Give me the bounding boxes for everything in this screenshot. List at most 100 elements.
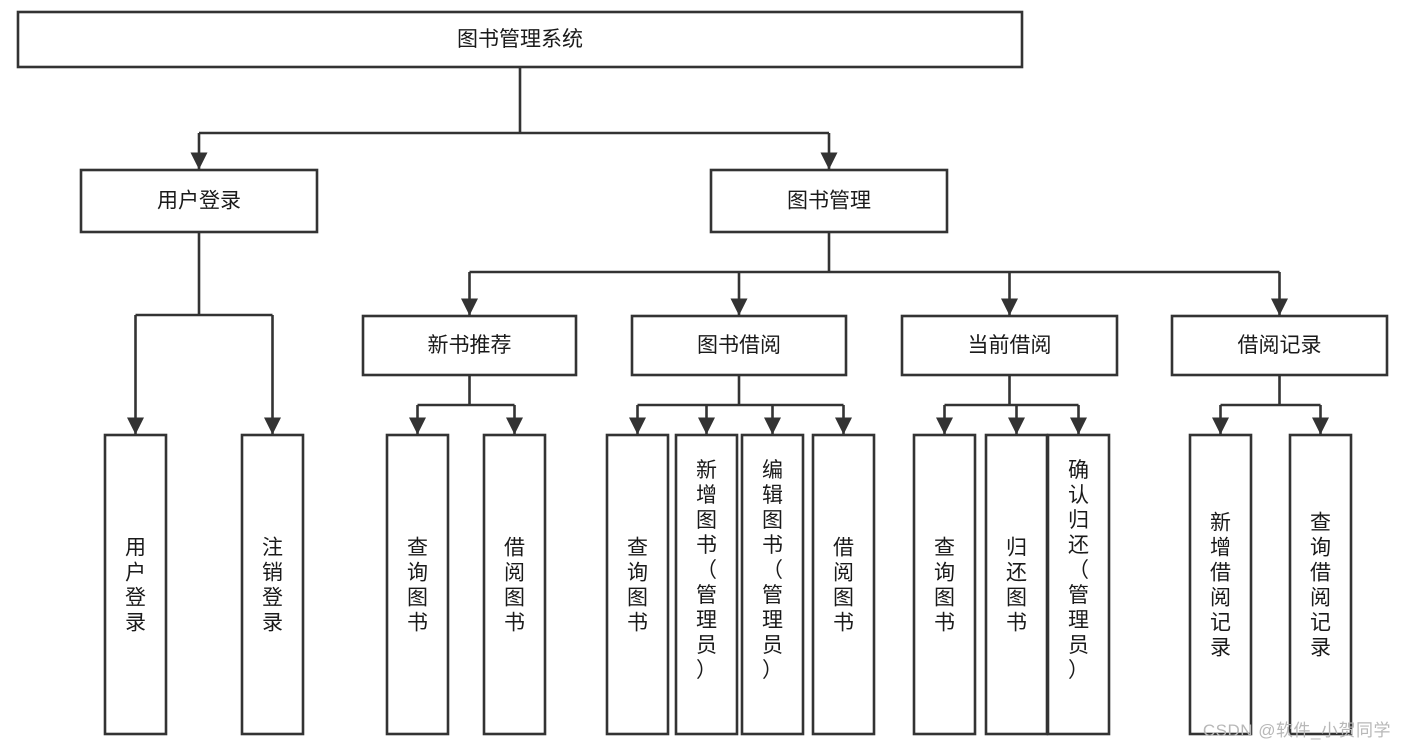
node-leaf-add-record[interactable]: 新增借阅记录新增借阅记录 [1188, 433, 1253, 736]
node-label-char: 记 [1210, 612, 1231, 635]
node-label-char: 管 [762, 584, 783, 607]
node-label-char: 图 [1006, 587, 1027, 610]
node-label-char: 书 [833, 612, 854, 635]
node-label-char: 户 [125, 562, 146, 585]
node-leaf-query-book-a[interactable]: 查询图书查询图书 [385, 433, 450, 736]
node-label-char: 借 [1310, 562, 1331, 585]
node-box[interactable] [1046, 433, 1111, 736]
node-label-char: 询 [627, 562, 648, 585]
node-book-manage[interactable]: 图书管理 [709, 168, 949, 234]
node-label-char: 用 [125, 537, 146, 560]
node-label-char: 询 [407, 562, 428, 585]
nodes-layer: 图书管理系统用户登录图书管理新书推荐图书借阅当前借阅借阅记录用户登录用户登录注销… [16, 10, 1389, 736]
node-leaf-query-book-b[interactable]: 查询图书查询图书 [605, 433, 670, 736]
edges-layer [127, 67, 1329, 435]
node-user-login[interactable]: 用户登录 [79, 168, 319, 234]
node-label-char: 询 [1310, 537, 1331, 560]
node-leaf-query-book-c[interactable]: 查询图书查询图书 [912, 433, 977, 736]
node-label: 用户登录 [157, 190, 241, 213]
node-label-char: 还 [1006, 562, 1027, 585]
node-label-char: 阅 [833, 562, 854, 585]
node-leaf-query-record[interactable]: 查询借阅记录查询借阅记录 [1288, 433, 1353, 736]
node-box[interactable] [16, 10, 1024, 69]
node-label-char: 管 [1068, 584, 1089, 607]
node-label: 借阅记录 [1238, 334, 1322, 357]
node-leaf-user-login[interactable]: 用户登录用户登录 [103, 433, 168, 736]
node-label-char: 图 [833, 587, 854, 610]
node-box[interactable] [385, 433, 450, 736]
node-label-char: 管 [696, 584, 717, 607]
node-label-char: 记 [1310, 612, 1331, 635]
node-label-char: 增 [1210, 537, 1231, 560]
node-box[interactable] [811, 433, 876, 736]
node-root[interactable]: 图书管理系统 [16, 10, 1024, 69]
node-label-char: 图 [407, 587, 428, 610]
node-box[interactable] [1288, 433, 1353, 736]
node-label-char: ） [762, 659, 783, 682]
node-label-char: 理 [696, 609, 717, 632]
node-label: 图书管理 [787, 190, 871, 213]
node-label-char: 阅 [1210, 587, 1231, 610]
node-label-char: 借 [1210, 562, 1231, 585]
node-label-char: 书 [627, 612, 648, 635]
node-box[interactable] [361, 314, 578, 377]
node-label-char: 借 [833, 537, 854, 560]
node-label-char: 确 [1068, 459, 1089, 482]
node-box[interactable] [1170, 314, 1389, 377]
node-label-char: 查 [1310, 512, 1331, 535]
node-label: 图书管理系统 [457, 28, 583, 51]
node-box[interactable] [482, 433, 547, 736]
node-box[interactable] [740, 433, 805, 736]
node-leaf-borrow-book-b[interactable]: 借阅图书借阅图书 [811, 433, 876, 736]
node-label-char: 录 [262, 612, 283, 635]
node-label-char: 认 [1068, 484, 1089, 507]
node-box[interactable] [900, 314, 1119, 377]
node-box[interactable] [79, 168, 319, 234]
node-leaf-logout[interactable]: 注销登录注销登录 [240, 433, 305, 736]
node-box[interactable] [674, 433, 739, 736]
node-label-char: 员 [762, 634, 783, 657]
node-label-char: 归 [1068, 509, 1089, 532]
node-box[interactable] [1188, 433, 1253, 736]
node-label-char: 查 [627, 537, 648, 560]
node-leaf-return-book[interactable]: 归还图书归还图书 [984, 433, 1049, 736]
node-leaf-borrow-book-a[interactable]: 借阅图书借阅图书 [482, 433, 547, 736]
node-box[interactable] [103, 433, 168, 736]
node-label-char: 图 [627, 587, 648, 610]
node-label-char: 借 [504, 537, 525, 560]
node-book-borrow[interactable]: 图书借阅 [630, 314, 848, 377]
node-label: 图书借阅 [697, 334, 781, 357]
node-box[interactable] [984, 433, 1049, 736]
node-box[interactable] [605, 433, 670, 736]
node-new-book-rec[interactable]: 新书推荐 [361, 314, 578, 377]
node-label-char: 查 [407, 537, 428, 560]
node-label-char: 理 [762, 609, 783, 632]
node-label-char: 查 [934, 537, 955, 560]
node-label: 新书推荐 [428, 334, 512, 357]
node-label-char: 书 [762, 534, 783, 557]
node-label-char: 员 [1068, 634, 1089, 657]
node-label-char: 还 [1068, 534, 1089, 557]
node-label-char: 书 [504, 612, 525, 635]
node-box[interactable] [709, 168, 949, 234]
node-label-char: （ [696, 559, 717, 582]
node-label-char: 书 [696, 534, 717, 557]
node-label-char: 增 [696, 484, 717, 507]
node-box[interactable] [912, 433, 977, 736]
node-label-char: 书 [1006, 612, 1027, 635]
node-label: 当前借阅 [968, 334, 1052, 357]
node-label-char: 图 [934, 587, 955, 610]
node-label-char: 图 [762, 509, 783, 532]
node-current-borrow[interactable]: 当前借阅 [900, 314, 1119, 377]
node-borrow-record[interactable]: 借阅记录 [1170, 314, 1389, 377]
node-label-char: 图 [504, 587, 525, 610]
node-box[interactable] [240, 433, 305, 736]
node-label-char: 登 [125, 587, 146, 610]
node-label-char: ） [1068, 659, 1089, 682]
node-label-char: 辑 [762, 484, 783, 507]
node-box[interactable] [630, 314, 848, 377]
